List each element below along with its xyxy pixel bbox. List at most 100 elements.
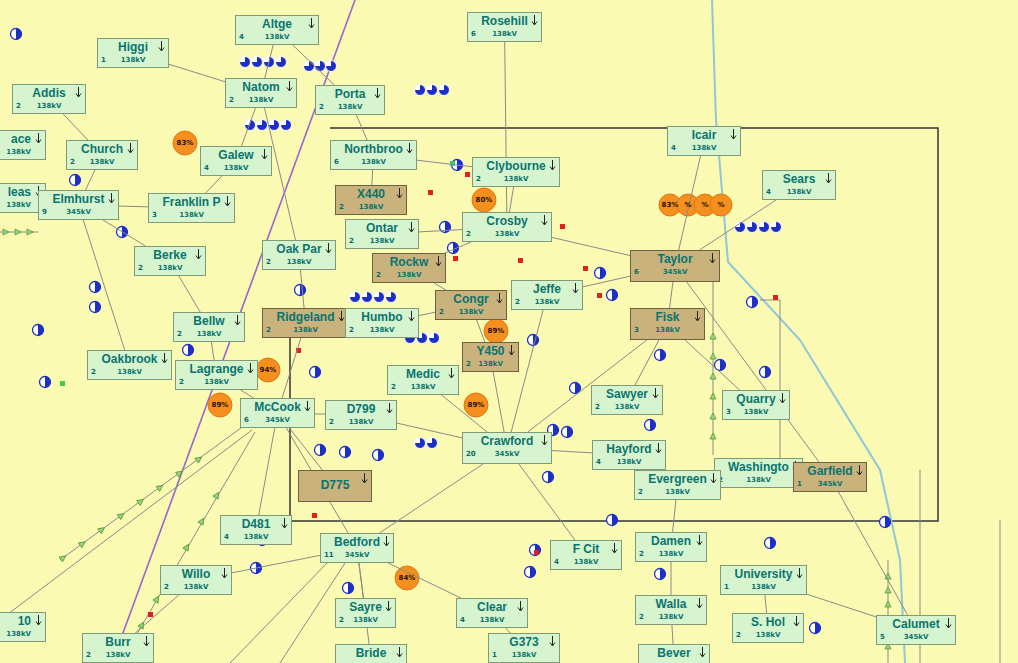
voltage-label: 138kV: [293, 326, 318, 335]
station-name: G373: [509, 636, 538, 649]
substation-box: Natom2138kV: [225, 78, 297, 108]
bus-count: 2: [319, 103, 324, 112]
flow-arrow: [59, 553, 67, 561]
bus-count: 6: [334, 158, 339, 167]
transmission-line: [509, 187, 513, 212]
bus-count: 4: [460, 616, 465, 625]
bus-count: 11: [324, 551, 334, 560]
voltage-label: 345kV: [265, 416, 290, 425]
breaker-symbol: [269, 120, 280, 131]
substation-box: Burr2138kV: [82, 633, 154, 663]
flow-arrow: [183, 543, 191, 551]
drop-arrow-stroke: [656, 443, 661, 453]
loading-pie: [659, 194, 681, 216]
station-name: Natom: [242, 81, 279, 94]
status-marker: [312, 513, 317, 518]
station-name: Humbo: [361, 311, 402, 324]
transformer-symbol: [530, 545, 541, 556]
flow-arrow-row: [710, 333, 716, 439]
substation-box: McCook6345kV: [240, 398, 315, 428]
transformer-symbol: [607, 515, 618, 526]
drop-arrow: [35, 133, 42, 144]
station-name: Lagrange: [189, 363, 243, 376]
substation-box: Oak Par2138kV: [262, 240, 336, 270]
voltage-label: 138kV: [349, 418, 374, 427]
voltage-label: 138kV: [158, 264, 183, 273]
substation-box: Higgi1138kV: [97, 38, 169, 68]
status-markers: [60, 161, 778, 617]
substation-box: Crosby2138kV: [462, 212, 552, 242]
transformer-symbols: [11, 29, 891, 634]
status-marker: [148, 612, 153, 617]
tie-line: [120, 432, 255, 663]
substation-box: Galew4138kV: [200, 146, 272, 176]
bus-count: 2: [376, 271, 381, 280]
loading-percent: 84%: [399, 574, 416, 582]
transmission-line: [242, 108, 256, 146]
voltage-label: 138kV: [370, 326, 395, 335]
station-name: Crawford: [481, 435, 534, 448]
bus-count: 2: [639, 550, 644, 559]
drop-arrow-stroke: [397, 647, 402, 657]
bus-count: 2: [391, 383, 396, 392]
substation-box: Bever: [638, 644, 710, 663]
station-name: Clear: [477, 601, 507, 614]
drop-arrow: [730, 129, 737, 140]
substation-box: Berke2138kV: [134, 246, 206, 276]
drop-arrow-stroke: [518, 601, 523, 611]
drop-arrow: [286, 81, 293, 92]
voltage-label: 138kV: [495, 230, 520, 239]
station-name: Rosehill: [481, 15, 528, 28]
bus-count: 2: [638, 488, 643, 497]
tie-line: [0, 430, 252, 620]
breaker-symbol: [759, 222, 770, 233]
transmission-line: [434, 283, 446, 290]
drop-arrow: [396, 647, 403, 658]
drop-arrow-stroke: [612, 543, 617, 553]
bus-count: 2: [466, 230, 471, 239]
substation-box: Jeffe2138kV: [511, 280, 583, 310]
station-name: Bellw: [193, 315, 224, 328]
flow-arrow: [198, 517, 206, 525]
breaker-symbol: [771, 222, 782, 233]
drop-arrow: [224, 196, 231, 207]
transformer-symbol: [765, 538, 776, 549]
voltage-label: 345kV: [495, 450, 520, 459]
bus-count: 2: [595, 403, 600, 412]
drop-arrow: [234, 315, 241, 326]
transmission-line: [635, 340, 659, 385]
tie-line: [760, 300, 780, 460]
transmission-line: [583, 276, 630, 287]
drop-arrow-stroke: [409, 311, 414, 321]
voltage-label: 138kV: [121, 56, 146, 65]
substation-box: Ontar2138kV: [345, 219, 419, 249]
drop-arrow-stroke: [550, 636, 555, 646]
transformer-symbol: [11, 29, 22, 40]
voltage-label: 138kV: [249, 96, 274, 105]
transmission-line: [419, 230, 462, 232]
flow-arrow: [78, 539, 86, 547]
transmission-line: [671, 562, 672, 595]
station-name: Congr: [453, 293, 488, 306]
substation-box: Calumet5345kV: [876, 615, 956, 645]
drop-arrow-stroke: [653, 388, 658, 398]
substation-box: S. Hol2138kV: [732, 613, 804, 643]
station-name: Jeffe: [533, 283, 561, 296]
voltage-label: 138kV: [359, 203, 384, 212]
voltage-label: 138kV: [504, 175, 529, 184]
bus-count: 4: [224, 533, 229, 542]
voltage-label: 138kV: [361, 158, 386, 167]
station-name: Ridgeland: [276, 311, 334, 324]
bus-count: 6: [471, 30, 476, 39]
transmission-line: [552, 237, 630, 255]
transformer-symbol: [373, 450, 384, 461]
transmission-line: [445, 242, 471, 253]
station-name: McCook: [254, 401, 301, 414]
drop-arrow-stroke: [497, 293, 502, 303]
transmission-line: [241, 390, 254, 398]
flow-arrow: [27, 229, 33, 235]
substation-box: Willo2138kV: [160, 565, 232, 595]
